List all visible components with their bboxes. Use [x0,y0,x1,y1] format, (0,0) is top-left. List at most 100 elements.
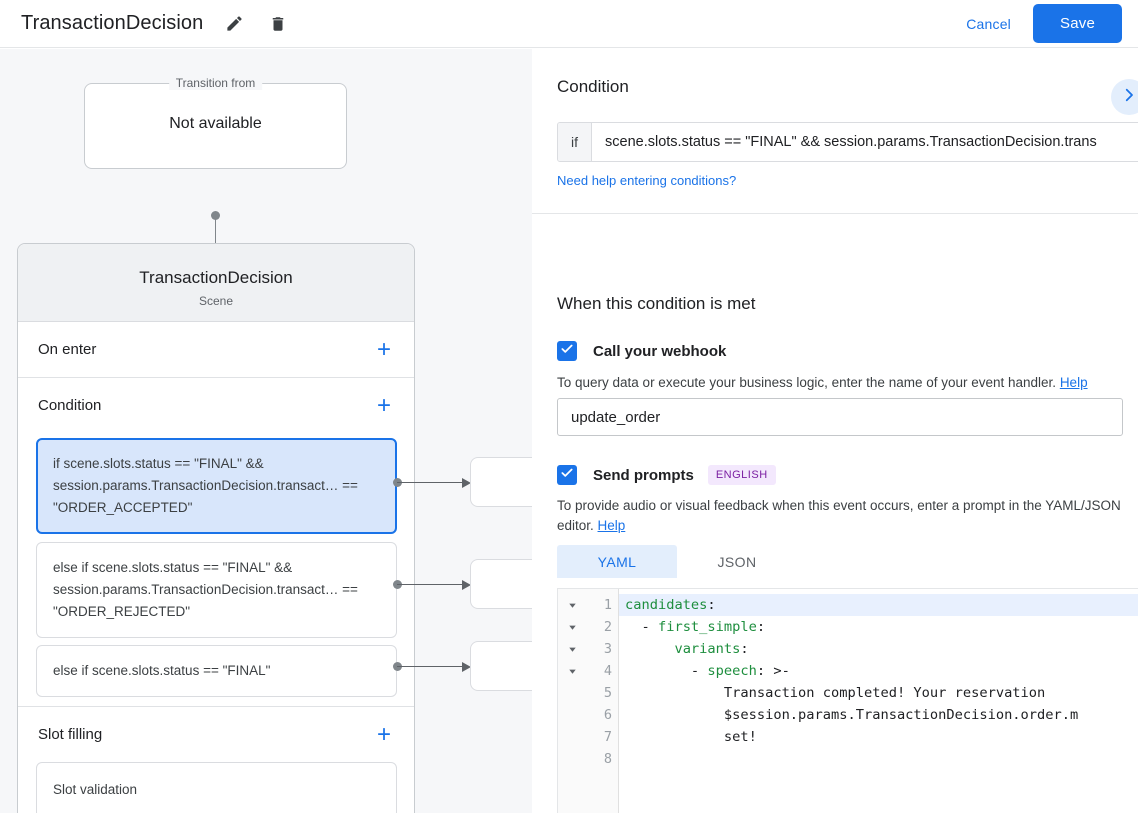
edge-line-1 [397,482,465,483]
code-line[interactable]: - speech: >- [619,660,1138,682]
line-number: 4 [603,663,612,679]
code-fold-toggle[interactable] [558,660,586,682]
line-number: 3 [603,641,612,657]
condition-expression-field[interactable]: if [557,122,1138,162]
cancel-button[interactable]: Cancel [952,7,1025,41]
pencil-icon [225,14,244,33]
section-on-enter: On enter + [18,322,414,377]
line-number: 1 [603,597,612,613]
section-title-slot-filling: Slot filling [38,726,103,743]
prompts-checkbox[interactable] [557,465,577,485]
code-fold-spacer [558,748,586,770]
prompts-label: Send prompts [593,466,694,484]
scene-header[interactable]: TransactionDecision Scene [18,244,414,322]
divider [18,377,414,378]
section-title-on-enter: On enter [38,341,97,358]
section-title-condition: Condition [38,397,102,414]
scene-graph-canvas[interactable]: Transition from Not available Transition… [0,49,532,813]
condition-card-final[interactable]: else if scene.slots.status == "FINAL" [36,645,397,697]
code-token: speech [707,663,757,679]
code-line[interactable]: set! [619,726,1138,748]
code-line[interactable]: candidates: [619,594,1138,616]
top-bar-actions: Cancel Save [952,4,1138,43]
code-fold-toggle[interactable] [558,638,586,660]
code-token: : [740,641,749,657]
code-fold-toggle[interactable] [558,594,586,616]
checkmark-icon [560,466,574,485]
edge-line-2 [397,584,465,585]
condition-heading: Condition [557,77,629,96]
line-number: 2 [603,619,612,635]
prompts-help-link[interactable]: Help [597,518,626,533]
code-line[interactable] [619,748,1138,770]
scene-name: TransactionDecision [139,268,293,287]
save-button[interactable]: Save [1033,4,1122,43]
webhook-check-row[interactable]: Call your webhook [557,341,726,361]
slot-validation-card[interactable]: Slot validation [36,762,397,813]
add-on-enter-button[interactable]: + [376,335,391,363]
code-token: Transaction completed! Your reservation [625,685,1046,701]
edit-name-button[interactable] [221,11,247,37]
code-fold-spacer [558,682,586,704]
transition-from-legend: Transition from [168,76,263,90]
code-text-area[interactable]: candidates: - first_simple: variants: - … [619,589,1138,813]
code-token: : [707,597,716,613]
tab-json[interactable]: JSON [717,553,757,570]
code-fold-gutter [558,589,586,813]
webhook-help-link[interactable]: Help [1059,375,1088,390]
condition-if-prefix: if [558,123,592,161]
code-token: candidates [625,597,708,613]
add-slot-filling-button[interactable]: + [376,720,391,748]
language-chip: ENGLISH [707,465,776,485]
top-bar: TransactionDecision Cancel Save [0,0,1138,48]
code-fold-toggle[interactable] [558,616,586,638]
edge-target-box-2[interactable] [470,559,532,609]
code-fold-spacer [558,726,586,748]
delete-button[interactable] [265,11,291,37]
divider [18,706,414,707]
edge-target-box-3[interactable] [470,641,532,691]
webhook-checkbox[interactable] [557,341,577,361]
code-line[interactable]: - first_simple: [619,616,1138,638]
code-token [625,641,674,657]
chevron-right-icon [1120,86,1138,109]
code-token: - [625,663,708,679]
add-condition-button[interactable]: + [376,391,391,419]
code-token: - [625,619,658,635]
page-title: TransactionDecision [21,12,204,34]
editor-format-tabs: YAML JSON [557,545,797,578]
section-condition: Condition + [18,378,414,433]
scene-type-label: Scene [198,294,234,308]
prompts-check-row[interactable]: Send prompts ENGLISH [557,465,776,485]
prompts-description-line2: editor. [557,518,598,533]
code-line[interactable]: $session.params.TransactionDecision.orde… [619,704,1138,726]
prompts-description: To provide audio or visual feedback when… [557,496,1123,536]
code-line[interactable]: Transaction completed! Your reservation [619,682,1138,704]
transition-to-card: Transition to TransactionDecision Scene … [17,243,415,813]
line-number: 5 [603,685,612,701]
edge-arrow-2-icon [462,580,471,590]
condition-input[interactable] [592,123,1138,161]
prompts-description-line1: To provide audio or visual feedback when… [557,498,1121,513]
code-token: first_simple [657,619,757,635]
when-met-heading: When this condition is met [557,294,756,313]
tab-yaml[interactable]: YAML [557,545,677,578]
code-token: : [756,619,766,635]
code-fold-spacer [558,704,586,726]
webhook-handler-field[interactable] [557,398,1123,436]
section-slot-filling: Slot filling + [18,707,414,762]
condition-card-rejected[interactable]: else if scene.slots.status == "FINAL" &&… [36,542,397,638]
edge-target-box-1[interactable] [470,457,532,507]
webhook-handler-input[interactable] [558,399,1122,435]
transition-from-value: Not available [169,115,262,132]
edge-arrow-3-icon [462,662,471,672]
details-panel: Condition if Need help entering conditio… [532,49,1138,813]
condition-card-accepted[interactable]: if scene.slots.status == "FINAL" && sess… [36,438,397,534]
webhook-description-text: To query data or execute your business l… [557,375,1060,390]
panel-collapse-button[interactable] [1111,79,1138,115]
code-line[interactable]: variants: [619,638,1138,660]
code-token: $session.params.TransactionDecision.orde… [625,707,1079,723]
condition-help-link[interactable]: Need help entering conditions? [557,173,737,188]
